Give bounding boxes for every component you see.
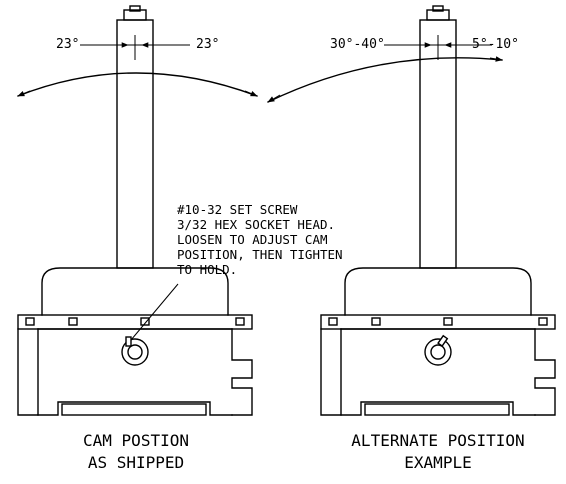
left-assembly	[17, 5, 258, 416]
left-bolt-4	[235, 317, 245, 326]
left-bolt-3	[140, 317, 150, 326]
note-leader-line	[130, 283, 179, 341]
right-body-base	[340, 401, 536, 416]
right-arc-arrow-left	[267, 94, 281, 103]
left-arc-arrow-right	[244, 90, 258, 97]
right-flange	[320, 314, 556, 330]
left-shaft-cap-top	[129, 5, 141, 12]
left-caption-line-2: AS SHIPPED	[88, 453, 184, 472]
note-line-2: 3/32 HEX SOCKET HEAD.	[177, 217, 335, 232]
left-body-left-wall	[17, 328, 39, 416]
right-cam-inner	[430, 344, 446, 360]
left-flange	[17, 314, 253, 330]
left-body-base	[37, 401, 233, 416]
right-housing-dome	[344, 267, 532, 316]
right-body-right-wall	[534, 328, 556, 416]
left-angle-left-label: 23°	[56, 37, 79, 52]
right-bolt-4	[538, 317, 548, 326]
note-line-3: LOOSEN TO ADJUST CAM	[177, 232, 328, 247]
left-swing-arc	[17, 72, 258, 97]
right-swing-arc	[267, 57, 503, 103]
note-line-1: #10-32 SET SCREW	[177, 202, 298, 217]
left-set-screw	[125, 336, 132, 347]
left-arc-arrow-left	[17, 90, 31, 97]
right-shaft-cap-top	[432, 5, 444, 12]
left-base-foot	[61, 403, 207, 416]
left-angle-right-label: 23°	[196, 37, 219, 52]
right-assembly	[267, 5, 556, 416]
right-bolt-1	[328, 317, 338, 326]
right-bolt-2	[371, 317, 381, 326]
left-bolt-1	[25, 317, 35, 326]
left-housing-dome	[41, 267, 229, 316]
right-body-left-wall	[320, 328, 342, 416]
right-arc-arrow-right	[489, 56, 503, 62]
right-set-screw	[437, 334, 449, 347]
right-angle-left-label: 30°-40°	[330, 37, 385, 52]
right-caption-line-1: ALTERNATE POSITION	[351, 431, 524, 450]
note-line-5: TO HOLD.	[177, 262, 237, 277]
left-caption-line-1: CAM POSTION	[83, 431, 189, 450]
left-bolt-2	[68, 317, 78, 326]
left-cam-outer	[121, 338, 149, 366]
left-body-right-wall	[231, 328, 253, 416]
right-cam-outer	[424, 338, 452, 366]
right-bolt-3	[443, 317, 453, 326]
right-base-foot	[364, 403, 510, 416]
left-cam-inner	[127, 344, 143, 360]
note-line-4: POSITION, THEN TIGHTEN	[177, 247, 343, 262]
right-caption-line-2: EXAMPLE	[404, 453, 471, 472]
right-angle-right-label: 5°-10°	[472, 37, 519, 52]
